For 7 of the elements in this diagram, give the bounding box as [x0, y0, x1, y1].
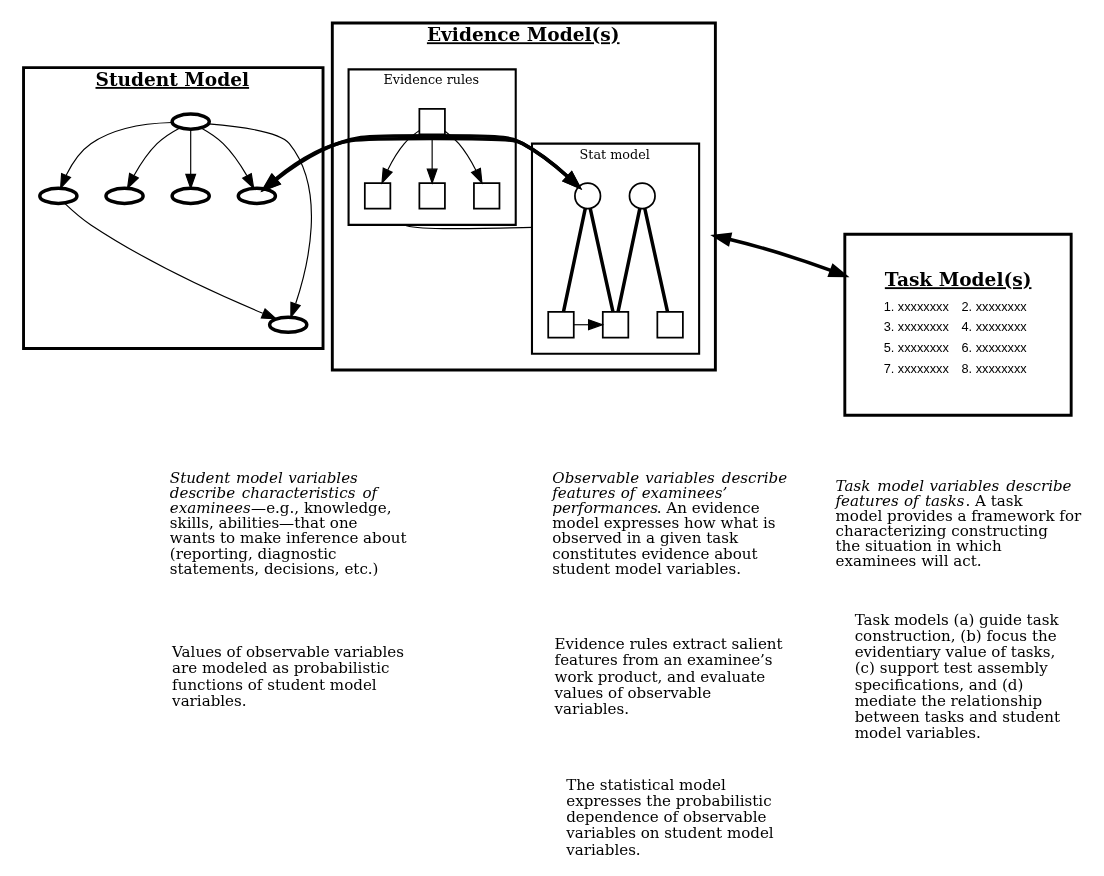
label: Student model variables describe characteristics of examinees—e.g., knowledge, skills, abilities—that one wants to make inference about (reporting, diagnostic statements, decisions, etc.)	[169, 468, 407, 578]
label: Evidence rules extract salient features from an examinee’s work product, and evaluate values of observable variables.	[554, 634, 783, 718]
label: Task model variables describe features of tasks. A task model provides a framework for characterizing constructing the situation in which examinees will act.	[835, 476, 1082, 570]
label: Values of observable variables are modeled as probabilistic functions of student model variables.	[172, 642, 405, 710]
label: Observable variables describe features of examinees’ performances. An evidence model expresses how what is observed in a given task constitutes evidence about student model variables.	[552, 468, 788, 578]
label: The statistical model expresses the probabilistic dependence of observable variables on student model variables.	[566, 775, 774, 859]
label: Task models (a) guide task construction, (b) focus the evidentiary value of tasks, (c) support test assembly specifications, and (d) mediate the relationship between tasks and student model variables.	[854, 610, 1061, 742]
